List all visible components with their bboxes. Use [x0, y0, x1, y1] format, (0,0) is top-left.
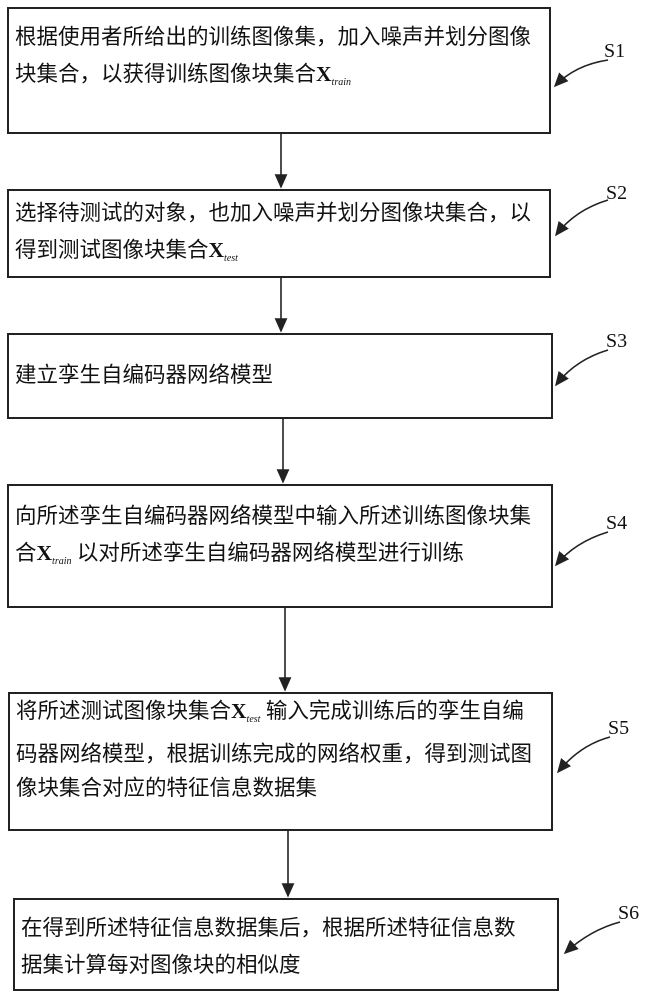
variable: X [208, 238, 225, 262]
step-label-s5: S5 [608, 717, 630, 739]
step-box-s4: 向所述孪生自编码器网络模型中输入所述训练图像块集合Xtrain 以对所述孪生自编… [7, 484, 553, 608]
step-box-s2: 选择待测试的对象，也加入噪声并划分图像块集合，以得到测试图像块集合Xtest [7, 189, 551, 278]
step-label-s4: S4 [606, 512, 628, 534]
subscript: test [224, 253, 238, 264]
step-box-s3: 建立孪生自编码器网络模型 [7, 333, 553, 419]
variable: X [231, 699, 247, 723]
variable: X [316, 62, 332, 86]
subscript: test [246, 714, 261, 725]
step-text-cont: 以对所述孪生自编码器网络模型进行训练 [71, 541, 464, 565]
step-text: 建立孪生自编码器网络模型 [15, 363, 274, 387]
step-text: 向所述孪生自编码器网络模型中输入所述训练图像块集合 [15, 504, 532, 565]
step-box-s1: 根据使用者所给出的训练图像集，加入噪声并划分图像块集合，以获得训练图像块集合Xt… [7, 7, 551, 134]
subscript: train [331, 77, 351, 88]
pointer-s6 [563, 921, 621, 955]
step-text: 在得到所述特征信息数据集后，根据所述特征信息数据集计算每对图像块的相似度 [21, 916, 516, 977]
step-label-s1: S1 [604, 40, 626, 62]
pointer-s5 [556, 736, 611, 774]
step-label-s3: S3 [606, 330, 628, 352]
step-text: 将所述测试图像块集合 [16, 699, 232, 723]
pointer-s1 [553, 59, 609, 88]
subscript: train [52, 556, 72, 567]
variable: X [36, 541, 53, 565]
step-label-s6: S6 [618, 902, 640, 924]
pointer-s3 [555, 349, 609, 387]
pointer-s4 [554, 531, 609, 567]
step-text: 根据使用者所给出的训练图像集，加入噪声并划分图像块集合，以获得训练图像块集合 [15, 25, 532, 86]
step-box-s5: 将所述测试图像块集合Xtest 输入完成训练后的孪生自编码器网络模型，根据训练完… [8, 692, 553, 831]
step-text: 选择待测试的对象，也加入噪声并划分图像块集合，以得到测试图像块集合 [15, 201, 532, 262]
pointer-s2 [555, 199, 609, 237]
step-box-s6: 在得到所述特征信息数据集后，根据所述特征信息数据集计算每对图像块的相似度 [13, 898, 559, 991]
step-text-cont: 输入完成训练后的孪生自编码器网络模型，根据训练完成的网络权重，得到测试图像块集合… [16, 699, 533, 800]
step-label-s2: S2 [606, 182, 628, 204]
